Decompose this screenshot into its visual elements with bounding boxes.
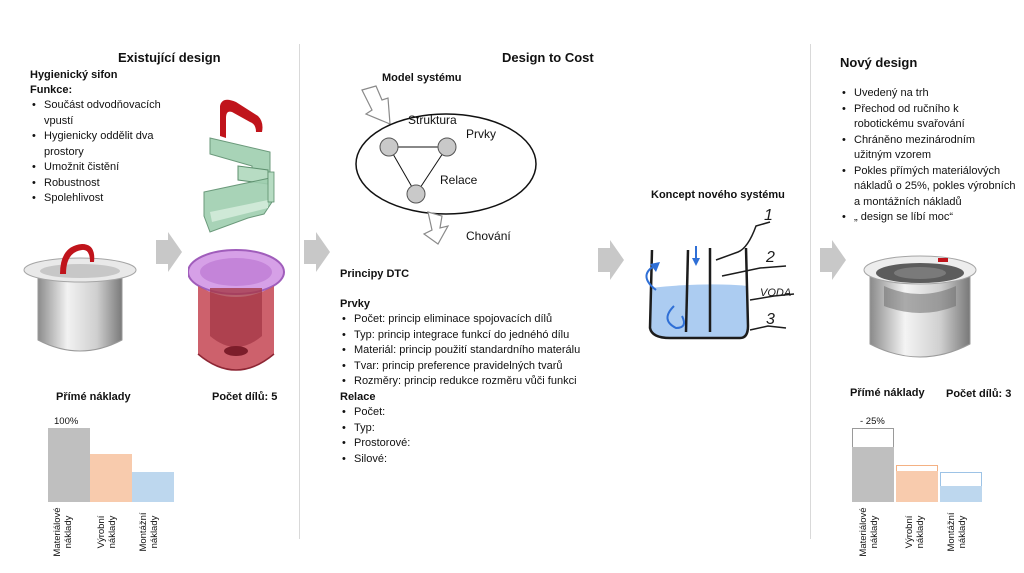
bar-montazni [132, 472, 174, 502]
prvky-title: Prvky [340, 298, 370, 310]
list-item: Uvedený na trh [841, 86, 1016, 102]
x-tick-label: Montážní náklady [946, 512, 968, 552]
list-item: Přechod od ručního k robotickému svařová… [841, 102, 1016, 133]
new-design-list: Uvedený na trh Přechod od ručního k robo… [841, 86, 1016, 226]
output-arrow [422, 211, 450, 245]
model-label: Model systému [382, 72, 462, 84]
label-relace: Relace [440, 173, 478, 187]
concept-label: Koncept nového systému [651, 189, 785, 201]
product-name: Hygienický sifon [30, 69, 118, 81]
list-item: Silové: [341, 452, 541, 468]
prvky-list: Počet: princip eliminace spojovacích díl… [341, 312, 641, 390]
flow-arrow [156, 232, 182, 272]
list-item: Umožnit čistění [31, 160, 171, 176]
dtc-title: Design to Cost [502, 50, 594, 65]
flow-arrow [304, 232, 330, 272]
list-item: Typ: [341, 421, 541, 437]
list-item: Prostorové: [341, 436, 541, 452]
sketch-label-3: 3 [766, 311, 775, 328]
list-item: Chráněno mezinárodním užitným vzorem [841, 133, 1016, 164]
list-item: Hygienicky oddělit dva prostory [31, 129, 171, 160]
bar-vyrobni [896, 470, 938, 502]
label-prvky: Prvky [466, 127, 496, 141]
list-item: Rozměry: princip redukce rozměru vůči fu… [341, 374, 641, 390]
new-siphon-image [863, 255, 977, 358]
list-item: Pokles přímých materiálových nákladů o 2… [841, 164, 1016, 211]
label-struktura: Struktura [408, 113, 457, 127]
list-item: Počet: princip eliminace spojovacích díl… [341, 312, 641, 328]
sketch-label-2: 2 [765, 249, 775, 266]
right-costs-label: Přímé náklady [850, 387, 925, 399]
bar-montazni [940, 485, 982, 502]
relace-title: Relace [340, 391, 376, 403]
label-chovani: Chování [466, 229, 511, 243]
left-costs-label: Přímé náklady [56, 391, 131, 403]
existing-design-title: Existující design [118, 50, 221, 65]
list-item: Robustnost [31, 176, 171, 192]
new-design-title: Nový design [840, 55, 918, 70]
existing-siphon-image [23, 244, 137, 352]
element-node [406, 184, 426, 204]
divider-right [810, 44, 811, 539]
bar-materialove [48, 428, 90, 502]
x-tick-label: Výrobní náklady [904, 515, 926, 549]
bar-materialove [852, 446, 894, 502]
funkce-label: Funkce: [30, 84, 73, 96]
sketch-label-voda: VODA [760, 287, 791, 299]
element-node [437, 137, 457, 157]
divider-left [299, 44, 300, 539]
right-cost-chart: - 25% Materiálové náklady Výrobní náklad… [848, 412, 982, 562]
list-item: „ design se líbí moc“ [841, 210, 1016, 226]
exploded-parts-image [188, 99, 285, 371]
left-parts-count: Počet dílů: 5 [212, 391, 278, 403]
left-pct-label: 100% [54, 416, 79, 427]
list-item: Spolehlivost [31, 191, 171, 207]
concept-sketch: 1 2 VODA 3 [645, 207, 795, 340]
input-arrow [361, 85, 391, 125]
element-node [379, 137, 399, 157]
right-pct-label: - 25% [860, 416, 885, 427]
system-model-diagram: Struktura Prvky Relace Chování [355, 85, 537, 245]
list-item: Tvar: princip preference pravidelných tv… [341, 359, 641, 375]
list-item: Materiál: princip použití standardního m… [341, 343, 641, 359]
funkce-list: Součást odvodňovacích vpustí Hygienicky … [31, 98, 171, 207]
right-parts-count: Počet dílů: 3 [946, 388, 1012, 400]
x-tick-label: Materiálové náklady [52, 507, 74, 557]
list-item: Typ: princip integrace funkcí do jednéhó… [341, 328, 641, 344]
x-tick-label: Materiálové náklady [858, 507, 880, 557]
list-item: Počet: [341, 405, 541, 421]
x-tick-label: Výrobní náklady [96, 515, 118, 549]
sketch-label-1: 1 [764, 207, 773, 224]
flow-arrow [820, 240, 846, 280]
principles-title: Principy DTC [340, 268, 410, 280]
flow-arrow [598, 240, 624, 280]
relace-list: Počet: Typ: Prostorové: Silové: [341, 405, 541, 467]
bar-vyrobni [90, 453, 132, 502]
list-item: Součást odvodňovacích vpustí [31, 98, 171, 129]
left-cost-chart: 100% Materiálové náklady Výrobní náklady… [44, 412, 176, 562]
system-ellipse [355, 113, 537, 215]
x-tick-label: Montážní náklady [138, 512, 160, 552]
